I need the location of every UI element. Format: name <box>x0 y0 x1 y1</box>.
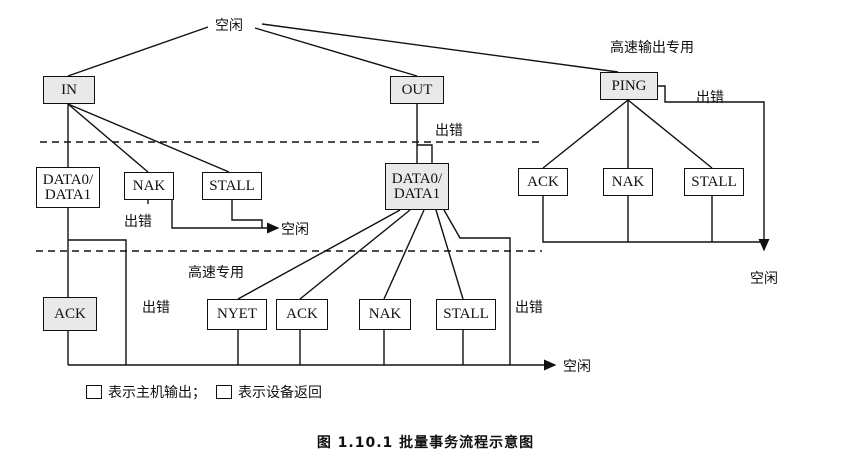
out-stall-box: STALL <box>436 299 496 330</box>
legend-host-swatch <box>86 385 102 399</box>
out-nyet-text: NYET <box>217 306 257 322</box>
legend: 表示主机输出； 表示设备返回 <box>86 382 322 402</box>
idle-label-mid: 空闲 <box>281 222 309 238</box>
out-stall-text: STALL <box>443 306 489 322</box>
legend-device-return: 表示设备返回 <box>238 385 322 401</box>
ping-ack-box: ACK <box>518 168 568 196</box>
out-ack-text: ACK <box>286 306 318 322</box>
idle-label-bottom: 空闲 <box>563 359 591 375</box>
ping-stall-box: STALL <box>684 168 744 196</box>
in-token-box: IN <box>43 76 95 104</box>
in-data-box: DATA0/ DATA1 <box>36 167 100 208</box>
out-data-text: DATA0/ DATA1 <box>391 170 443 202</box>
ping-token-box: PING <box>600 72 658 100</box>
legend-device-swatch <box>216 385 232 399</box>
out-token-text: OUT <box>401 81 433 98</box>
in-ack-text: ACK <box>54 305 86 322</box>
error-label-ping: 出错 <box>696 90 724 106</box>
in-data-text: DATA0/ DATA1 <box>42 171 94 203</box>
out-nak-text: NAK <box>368 306 402 322</box>
error-label-in: 出错 <box>124 214 152 230</box>
idle-label-right: 空闲 <box>750 271 778 287</box>
in-ack-box: ACK <box>43 297 97 331</box>
legend-host-output: 表示主机输出； <box>108 385 206 401</box>
out-ack-box: ACK <box>276 299 328 330</box>
out-data-box: DATA0/ DATA1 <box>385 163 449 210</box>
in-nak-box: NAK <box>124 172 174 200</box>
in-stall-text: STALL <box>209 177 255 194</box>
idle-label-top: 空闲 <box>215 18 243 34</box>
out-nyet-box: NYET <box>207 299 267 330</box>
error-label-out: 出错 <box>435 123 463 139</box>
in-nak-text: NAK <box>132 177 166 194</box>
error-label-lower-right: 出错 <box>515 300 543 316</box>
in-stall-box: STALL <box>202 172 262 200</box>
out-token-box: OUT <box>390 76 444 104</box>
in-token-text: IN <box>61 81 77 98</box>
hs-only-label: 高速专用 <box>188 265 244 281</box>
error-label-lower-left: 出错 <box>142 300 170 316</box>
ping-stall-text: STALL <box>691 173 737 190</box>
out-nak-box: NAK <box>359 299 411 330</box>
ping-token-text: PING <box>611 77 647 94</box>
hs-output-only-label: 高速输出专用 <box>610 40 694 56</box>
ping-nak-box: NAK <box>603 168 653 196</box>
ping-nak-text: NAK <box>611 173 645 190</box>
figure-caption: 图 1.10.1 批量事务流程示意图 <box>316 435 535 451</box>
ping-ack-text: ACK <box>527 173 559 190</box>
